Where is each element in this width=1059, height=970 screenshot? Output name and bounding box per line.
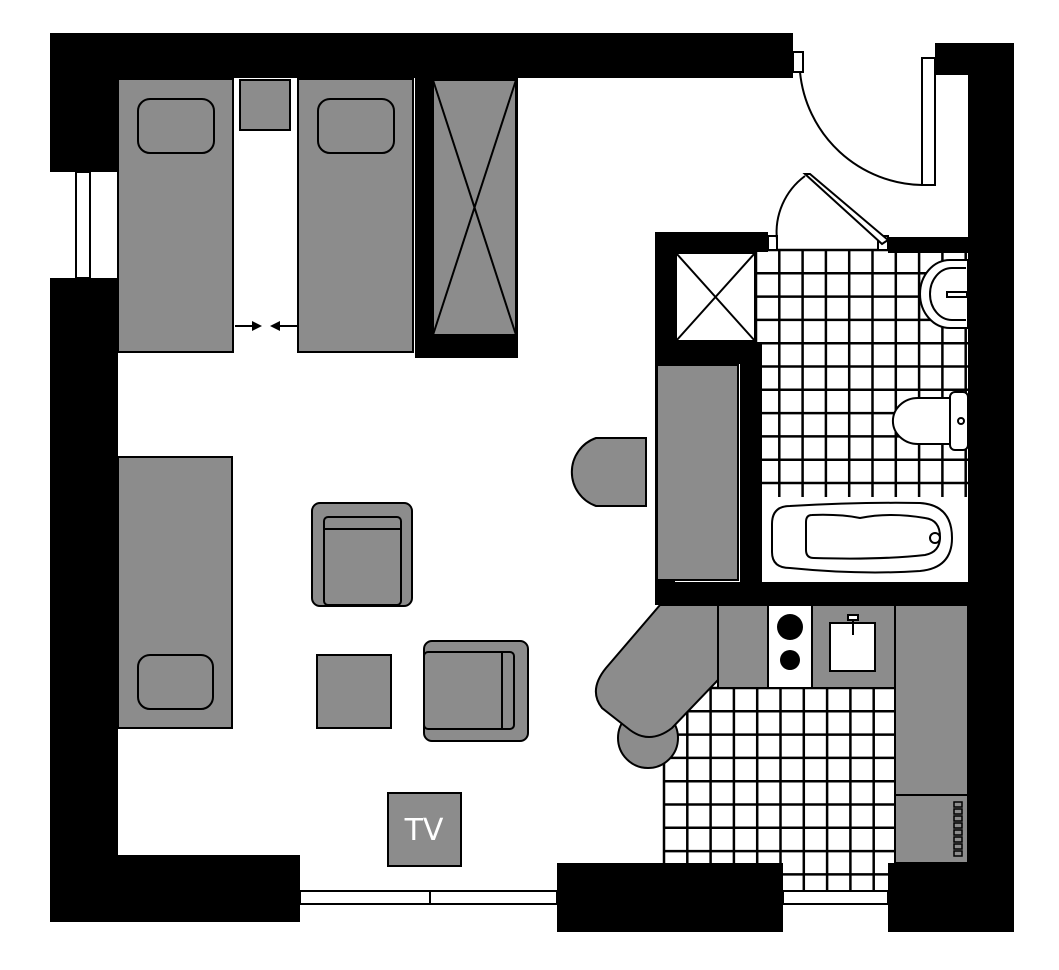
- bed-1: [117, 78, 234, 353]
- nightstand: [239, 79, 291, 131]
- window-bottom-1: [299, 890, 431, 905]
- bathroom-wall-inner: [740, 342, 762, 592]
- bathroom-wall-bottom: [655, 582, 968, 605]
- pillow: [137, 654, 214, 710]
- arrows-icon: [235, 321, 297, 331]
- washbasin: [919, 259, 969, 329]
- bathtub: [762, 497, 968, 579]
- windows: [75, 171, 889, 905]
- toilet: [891, 391, 969, 451]
- vent-slot: [953, 836, 963, 843]
- wall-bottom-left: [50, 855, 300, 922]
- pillow: [317, 98, 395, 154]
- bathroom-door[interactable]: [767, 173, 890, 251]
- wall-top: [50, 33, 793, 78]
- burner: [780, 650, 800, 670]
- wardrobe: [656, 364, 739, 581]
- wall-left-lower: [50, 278, 118, 922]
- bathroom-wall-top-right: [888, 237, 968, 253]
- vent-slot: [953, 843, 963, 850]
- wall-left-upper: [50, 33, 118, 172]
- tv: TV: [387, 792, 462, 867]
- wardrobe-closet: [432, 79, 517, 336]
- burner: [777, 614, 803, 640]
- counter: [717, 604, 769, 689]
- vent-slot: [953, 815, 963, 822]
- tv-label: TV: [404, 813, 444, 848]
- vent-slot: [953, 801, 963, 808]
- vent-slot: [953, 822, 963, 829]
- kitchen: [595, 604, 969, 864]
- bathroom-wall-top-left: [655, 232, 768, 252]
- walls: [50, 33, 1014, 932]
- vent-icon: [953, 801, 963, 857]
- kitchen-table: [595, 604, 719, 738]
- wall-right: [968, 43, 1014, 932]
- sofa-bed: [117, 456, 233, 729]
- armchair-2: [423, 640, 529, 742]
- wall-bottom-middle: [557, 863, 783, 932]
- coffee-table: [316, 654, 392, 729]
- kitchen-floor-tiles: [662, 686, 895, 890]
- chair: [570, 437, 647, 507]
- window-left: [75, 171, 91, 279]
- entrance-door[interactable]: [792, 51, 936, 186]
- vent-slot: [953, 829, 963, 836]
- vent-slot: [953, 808, 963, 815]
- wall-right-top: [935, 43, 1014, 75]
- window-bottom-3: [782, 890, 889, 905]
- window-bottom-2: [429, 890, 558, 905]
- tall-cabinet: [894, 604, 969, 796]
- vent-slot: [953, 850, 963, 857]
- shower: [675, 252, 756, 342]
- pillow: [137, 98, 215, 154]
- bed-2: [297, 78, 414, 353]
- armchair-1: [311, 502, 413, 607]
